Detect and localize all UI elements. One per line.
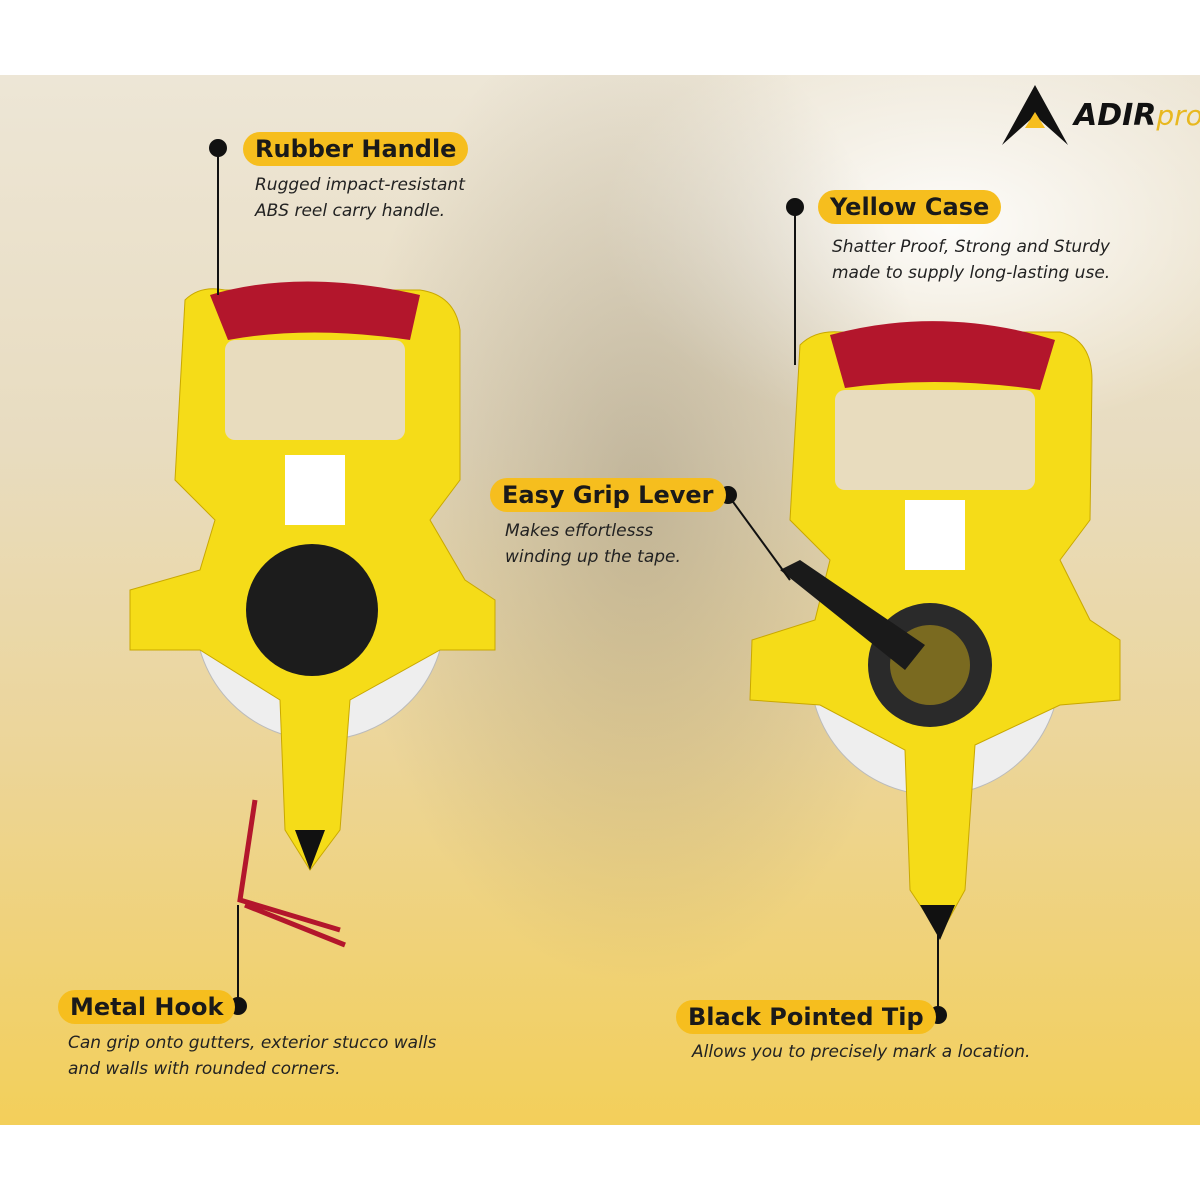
desc-line: ABS reel carry handle. [255, 201, 446, 221]
callout-title-yellow-case: Yellow Case [818, 190, 1002, 224]
desc-line: Makes effortlesss [505, 521, 654, 541]
brand-suffix: pro [1156, 98, 1200, 132]
callout-title-easy-grip-lever: Easy Grip Lever [490, 478, 726, 512]
desc-line: winding up the tape. [505, 547, 681, 567]
reel-knob [246, 544, 378, 676]
rubber-handle [210, 281, 420, 340]
tape-measure-left [129, 281, 496, 948]
callout-title-black-pointed-tip: Black Pointed Tip [676, 1000, 936, 1034]
callout-desc-metal-hook: Can grip onto gutters, exterior stucco w… [68, 1030, 436, 1082]
logo-mark-icon [1002, 85, 1068, 145]
pointed-tip [295, 830, 325, 870]
desc-line: and walls with rounded corners. [68, 1059, 341, 1079]
desc-line: Allows you to precisely mark a location. [692, 1042, 1031, 1062]
tape-measure-right [749, 321, 1121, 940]
callout-title-metal-hook: Metal Hook [58, 990, 236, 1024]
desc-line: Can grip onto gutters, exterior stucco w… [68, 1033, 437, 1053]
desc-line: made to supply long-lasting use. [832, 263, 1111, 283]
callout-desc-yellow-case: Shatter Proof, Strong and Sturdy made to … [832, 234, 1110, 286]
desc-line: Shatter Proof, Strong and Sturdy [832, 237, 1110, 257]
brand-name: ADIR [1074, 97, 1157, 133]
callout-desc-black-pointed-tip: Allows you to precisely mark a location. [692, 1039, 1030, 1065]
metal-hook [237, 799, 346, 948]
desc-line: Rugged impact-resistant [255, 175, 465, 195]
grip-lever [780, 560, 925, 670]
label-sticker [285, 455, 345, 525]
callout-desc-easy-grip-lever: Makes effortlesss winding up the tape. [505, 518, 681, 570]
callout-title-rubber-handle: Rubber Handle [243, 132, 469, 166]
